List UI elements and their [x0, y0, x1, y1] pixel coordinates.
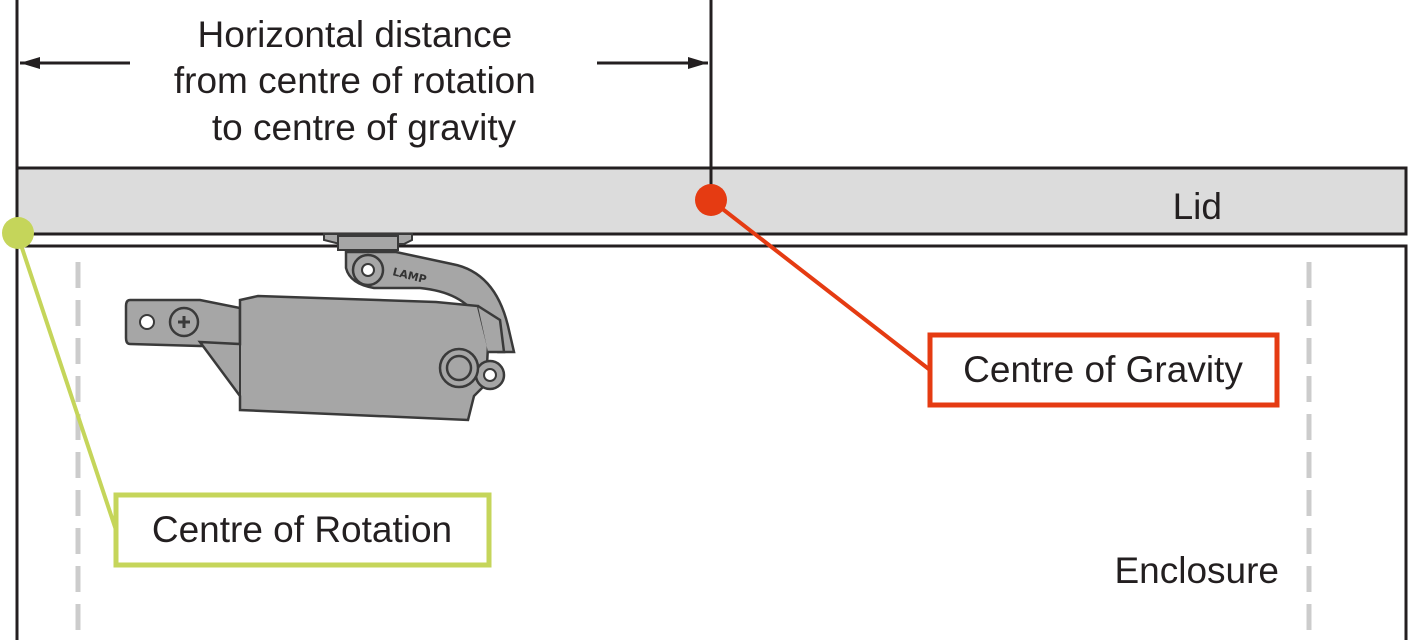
dimension-line-2: from centre of rotation [174, 60, 536, 101]
rotation-point-icon [2, 217, 34, 249]
rotation-label-box [113, 492, 492, 568]
dimension-line-1: Horizontal distance [198, 14, 513, 55]
soft-down-stay-icon: LAMP [124, 233, 516, 422]
gravity-leader-line [709, 198, 932, 372]
rotation-leader-line [15, 232, 118, 531]
dimension-label: Horizontal distance from centre of rotat… [174, 14, 546, 148]
gravity-point-icon [695, 184, 727, 216]
enclosure-label: Enclosure [1114, 550, 1279, 591]
rotation-label: Centre of Rotation [152, 509, 452, 550]
gravity-label-box [927, 332, 1280, 408]
dimension-line-3: to centre of gravity [212, 107, 517, 148]
lid-label: Lid [1173, 186, 1222, 227]
gravity-label: Centre of Gravity [963, 349, 1243, 390]
